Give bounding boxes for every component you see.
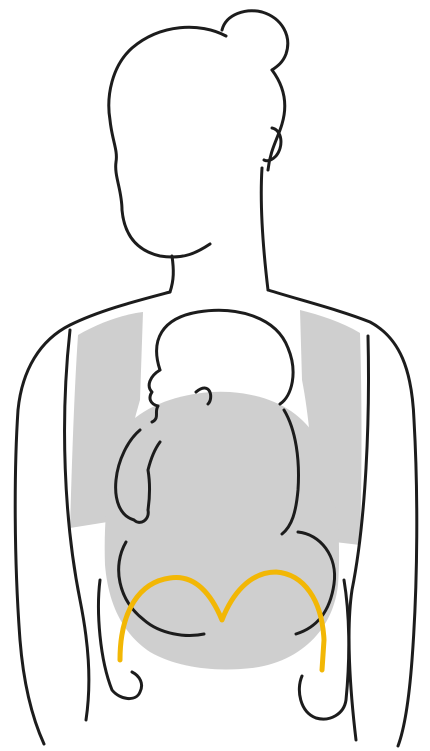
carrier-body-panel xyxy=(105,392,339,670)
carrier-panel xyxy=(105,392,339,670)
parent-ear xyxy=(264,128,281,161)
parent-hair-bun xyxy=(222,11,288,70)
baby-head xyxy=(157,310,293,404)
parent-head xyxy=(109,27,226,257)
parent-neck-left xyxy=(170,256,173,292)
parent-neck-right xyxy=(261,168,268,290)
